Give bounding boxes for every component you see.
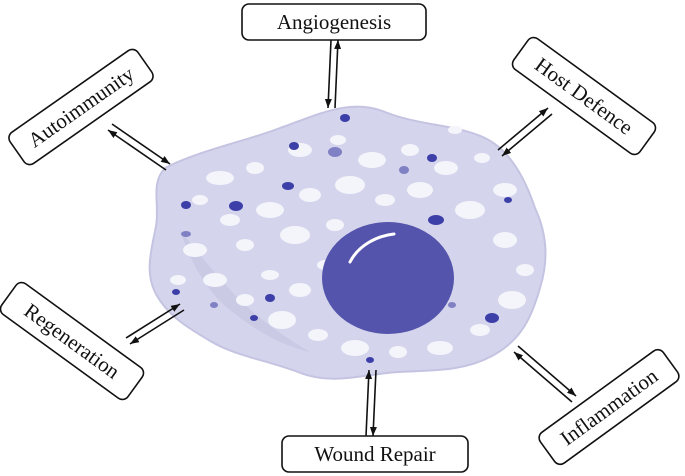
arrow-regeneration [125, 303, 185, 345]
label-host-defence-text: Host Defence [530, 53, 637, 140]
label-host-defence: Host Defence [511, 36, 657, 156]
arrow-host-defence [497, 107, 553, 157]
label-angiogenesis-text: Angiogenesis [277, 10, 391, 34]
arrow-wound-repair [365, 369, 377, 437]
label-wound-repair: Wound Repair [281, 435, 469, 473]
label-regeneration: Regeneration [0, 281, 145, 401]
label-wound-repair-text: Wound Repair [314, 442, 435, 466]
macrophage-cell [148, 105, 547, 380]
label-regeneration-text: Regeneration [20, 298, 125, 384]
arrow-angiogenesis [324, 39, 342, 109]
arrow-autoimmunity [107, 123, 171, 171]
cell-nucleus [322, 222, 454, 334]
label-autoimmunity: Autoimmunity [8, 48, 154, 166]
label-inflammation-text: Inflammation [556, 363, 663, 450]
cell-granules [172, 114, 512, 363]
cell-vacuoles [170, 126, 534, 358]
nucleus-highlight [348, 232, 396, 264]
label-angiogenesis: Angiogenesis [241, 3, 427, 41]
label-inflammation: Inflammation [538, 348, 680, 466]
arrow-inflammation [513, 345, 577, 403]
